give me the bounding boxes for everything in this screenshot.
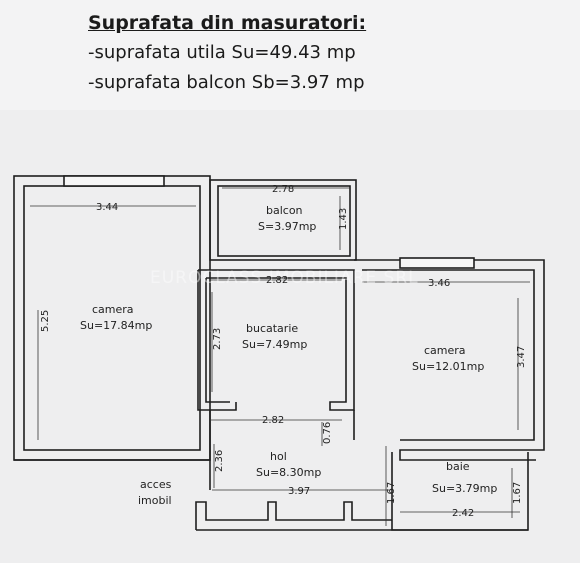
- access-line1: acces: [140, 478, 172, 491]
- dim-bucatarie-width-top: 2.82: [266, 275, 288, 286]
- dim-hol-small: 0.76: [322, 422, 333, 444]
- dimension-lines: [30, 187, 530, 526]
- hol-area: Su=8.30mp: [256, 466, 321, 479]
- baie-area: Su=3.79mp: [432, 482, 497, 495]
- camera1-area: Su=17.84mp: [80, 319, 152, 332]
- bucatarie-left-wall: [197, 270, 237, 411]
- camera2-window: [399, 257, 475, 269]
- dim-baie-height: 1.67: [512, 482, 523, 504]
- camera2-outer: [354, 259, 545, 461]
- bucatarie-name: bucatarie: [246, 322, 298, 335]
- balcon-wall: [209, 179, 357, 261]
- balcon-inner-wall: [217, 185, 351, 257]
- dim-baie-width: 2.42: [452, 508, 474, 519]
- dim-hol-right: 1.67: [386, 482, 397, 504]
- camera2-area: Su=12.01mp: [412, 360, 484, 373]
- dim-bucatarie-width-bottom: 2.82: [262, 415, 284, 426]
- dim-hol-height: 2.36: [214, 450, 225, 472]
- usable-area-line: -suprafata utila Su=49.43 mp: [88, 42, 356, 63]
- floor-plan-svg: EUROCLASS IMOBILIARE SRL camera Su=17.84…: [13, 175, 545, 531]
- bucatarie-area: Su=7.49mp: [242, 338, 307, 351]
- balcon-name: balcon: [266, 204, 303, 217]
- dim-camera1-width: 3.44: [96, 202, 118, 213]
- dim-camera2-height: 3.47: [516, 346, 527, 368]
- dim-balcon-height: 1.43: [338, 208, 349, 230]
- bucatarie-inner-left: [205, 278, 230, 403]
- header-title: Suprafata din masuratori:: [88, 12, 367, 34]
- camera1-window: [63, 175, 165, 187]
- header: Suprafata din masuratori: -suprafata uti…: [0, 0, 580, 110]
- hol-bottom-wall: [195, 501, 392, 530]
- dim-bucatarie-height: 2.73: [212, 328, 223, 350]
- dim-balcon-width: 2.78: [272, 184, 294, 195]
- camera2-name: camera: [424, 344, 466, 357]
- floor-plan: EUROCLASS IMOBILIARE SRL camera Su=17.84…: [0, 110, 580, 563]
- watermark: EUROCLASS IMOBILIARE SRL: [150, 268, 419, 288]
- dim-hol-width: 3.97: [288, 486, 310, 497]
- camera2-inner: [362, 269, 535, 441]
- balcony-area-line: -suprafata balcon Sb=3.97 mp: [88, 72, 365, 93]
- dim-camera1-height: 5.25: [40, 310, 51, 332]
- baie-name: baie: [446, 460, 470, 473]
- access-line2: imobil: [138, 494, 172, 507]
- balcon-area: S=3.97mp: [258, 220, 316, 233]
- dim-camera2-width: 3.46: [428, 278, 450, 289]
- hol-name: hol: [270, 450, 287, 463]
- walls: [13, 175, 545, 531]
- bucatarie-right-wall: [198, 269, 355, 411]
- camera1-name: camera: [92, 303, 134, 316]
